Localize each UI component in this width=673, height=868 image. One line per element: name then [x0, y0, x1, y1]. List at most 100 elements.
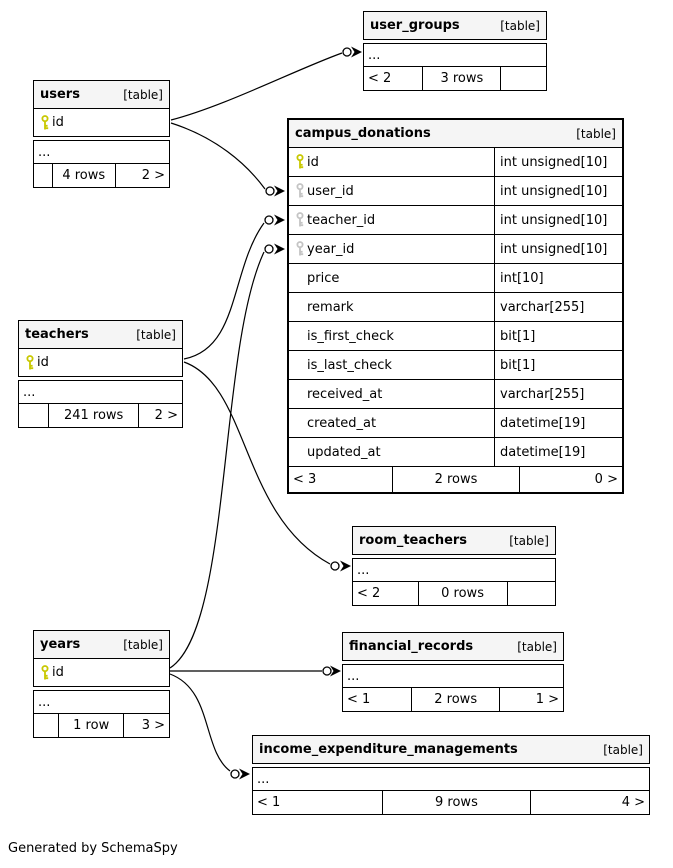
- table-header[interactable]: user_groups [table]: [364, 12, 546, 39]
- hidden-columns-row: ...: [38, 694, 51, 710]
- table-title[interactable]: teachers: [25, 327, 89, 342]
- footer-degree-left: [34, 714, 58, 737]
- column-name: user_id: [307, 183, 354, 199]
- column-row-year-id: year_id int unsigned[10]: [289, 234, 622, 263]
- row-count: 2 rows: [392, 467, 519, 492]
- column-name: id: [37, 355, 49, 370]
- table-financial-records[interactable]: financial_records [table] ... < 1 2 rows…: [342, 632, 564, 712]
- foreign-key-icon: [289, 241, 307, 257]
- table-type-badge: [table]: [517, 639, 557, 654]
- foreign-key-icon: [289, 183, 307, 199]
- column-row-price: price int[10]: [289, 263, 622, 292]
- table-room-teachers[interactable]: room_teachers [table] ... < 2 0 rows: [352, 526, 556, 606]
- row-count: 4 rows: [51, 164, 115, 187]
- table-type-badge: [table]: [576, 126, 616, 141]
- generator-note: Generated by SchemaSpy: [8, 841, 178, 856]
- table-footer: 1 row 3 >: [34, 713, 169, 737]
- row-count: 9 rows: [381, 791, 531, 814]
- column-type: int unsigned[10]: [494, 177, 622, 205]
- relationship-years-campus_donations-year_id: [169, 243, 285, 669]
- column-row-teacher-id: teacher_id int unsigned[10]: [289, 205, 622, 234]
- column-type: varchar[255]: [494, 380, 622, 408]
- relationship-users-user_groups: [170, 46, 362, 121]
- column-name: price: [307, 270, 340, 286]
- column-row-remark: remark varchar[255]: [289, 292, 622, 321]
- column-row-is-first-check: is_first_check bit[1]: [289, 321, 622, 350]
- column-type: bit[1]: [494, 322, 622, 350]
- table-type-badge: [table]: [509, 533, 549, 548]
- footer-degree-left: [19, 404, 48, 427]
- table-header[interactable]: financial_records [table]: [343, 633, 563, 660]
- column-row-created-at: created_at datetime[19]: [289, 408, 622, 437]
- table-header[interactable]: room_teachers [table]: [353, 527, 555, 554]
- table-type-badge: [table]: [500, 18, 540, 33]
- primary-key-icon: [289, 154, 307, 170]
- footer-degree-left: [34, 164, 52, 187]
- table-title[interactable]: income_expenditure_managements: [259, 742, 518, 757]
- column-row-id: id: [34, 108, 169, 136]
- column-type: int unsigned[10]: [494, 148, 622, 176]
- footer-degree-right: 2 >: [114, 164, 169, 187]
- table-income-expenditure-managements[interactable]: income_expenditure_managements [table] .…: [252, 735, 650, 815]
- row-count: 241 rows: [48, 404, 138, 427]
- table-title[interactable]: years: [40, 637, 81, 652]
- column-row-id: id: [19, 348, 182, 376]
- footer-degree-left: < 1: [347, 692, 371, 707]
- table-campus-donations[interactable]: campus_donations [table] id int unsigned…: [287, 118, 624, 494]
- table-type-badge: [table]: [123, 87, 163, 102]
- column-row-id: id int unsigned[10]: [289, 147, 622, 176]
- column-name: created_at: [307, 415, 377, 431]
- column-name: is_first_check: [307, 328, 394, 344]
- column-name: teacher_id: [307, 212, 376, 228]
- column-name: remark: [307, 299, 354, 315]
- table-title[interactable]: room_teachers: [359, 533, 468, 548]
- hidden-columns-row: ...: [23, 384, 36, 400]
- row-count: 0 rows: [417, 582, 507, 605]
- footer-degree-left: < 2: [357, 586, 381, 601]
- footer-degree-right: [500, 67, 546, 90]
- table-header[interactable]: income_expenditure_managements [table]: [253, 736, 649, 763]
- column-name: id: [52, 115, 64, 130]
- table-header[interactable]: campus_donations [table]: [289, 120, 622, 147]
- table-title[interactable]: user_groups: [370, 18, 460, 33]
- column-row-id: id: [34, 658, 169, 686]
- footer-degree-right: 4 >: [530, 791, 649, 814]
- table-header[interactable]: users [table]: [34, 81, 169, 108]
- footer-degree-right: 1 >: [499, 688, 563, 711]
- relationship-users-campus_donations-user_id: [170, 122, 285, 197]
- table-header[interactable]: teachers [table]: [19, 321, 182, 348]
- foreign-key-icon: [289, 212, 307, 228]
- footer-degree-right: [506, 582, 555, 605]
- table-header[interactable]: years [table]: [34, 631, 169, 658]
- column-type: int unsigned[10]: [494, 206, 622, 234]
- table-years[interactable]: years [table] id ... 1 row 3 >: [33, 630, 170, 738]
- column-type: bit[1]: [494, 351, 622, 379]
- row-count: 3 rows: [422, 67, 500, 90]
- column-row-updated-at: updated_at datetime[19]: [289, 437, 622, 466]
- table-user-groups[interactable]: user_groups [table] ... < 2 3 rows: [363, 11, 547, 91]
- column-row-user-id: user_id int unsigned[10]: [289, 176, 622, 205]
- column-row-received-at: received_at varchar[255]: [289, 379, 622, 408]
- table-footer: 4 rows 2 >: [34, 163, 169, 187]
- table-title[interactable]: campus_donations: [295, 126, 431, 141]
- column-type: int unsigned[10]: [494, 235, 622, 263]
- footer-degree-left: < 3: [293, 472, 317, 487]
- footer-degree-right: 0 >: [518, 467, 622, 492]
- primary-key-icon: [34, 114, 52, 131]
- footer-degree-left: < 2: [368, 71, 392, 86]
- table-type-badge: [table]: [123, 637, 163, 652]
- table-footer: < 1 9 rows 4 >: [253, 790, 649, 814]
- column-type: int[10]: [494, 264, 622, 292]
- relationship-teachers-campus_donations-teacher_id: [183, 214, 285, 360]
- table-teachers[interactable]: teachers [table] id ... 241 rows 2 >: [18, 320, 183, 428]
- table-type-badge: [table]: [603, 742, 643, 757]
- table-title[interactable]: users: [40, 87, 80, 102]
- table-users[interactable]: users [table] id ... 4 rows 2 >: [33, 80, 170, 188]
- table-title[interactable]: financial_records: [349, 639, 474, 654]
- column-row-is-last-check: is_last_check bit[1]: [289, 350, 622, 379]
- primary-key-icon: [34, 664, 52, 681]
- row-count: 1 row: [58, 714, 123, 737]
- hidden-columns-row: ...: [357, 562, 370, 578]
- table-footer: < 3 2 rows 0 >: [289, 466, 622, 492]
- column-name: id: [307, 154, 319, 170]
